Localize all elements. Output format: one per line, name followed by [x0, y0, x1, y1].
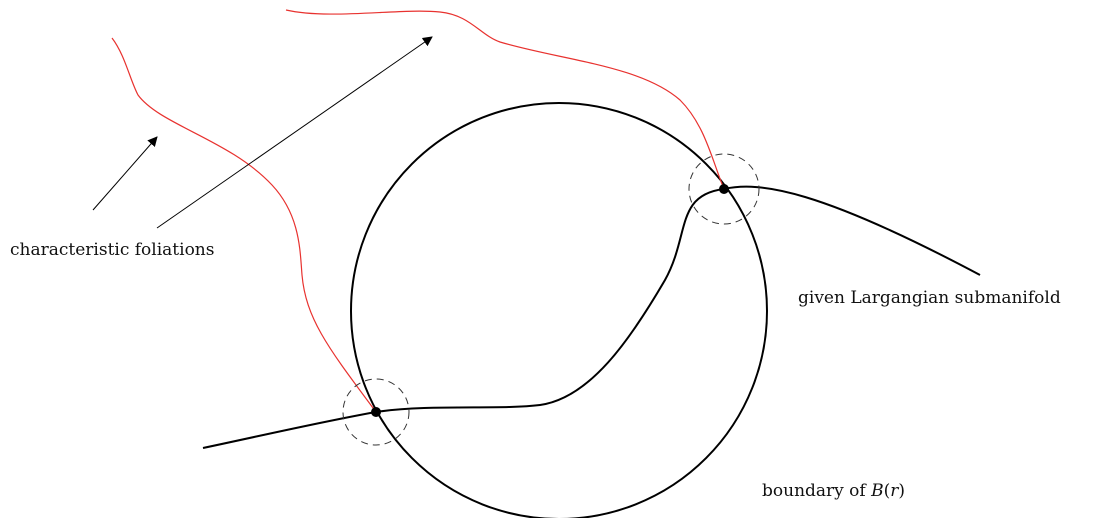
label-boundary-prefix: boundary of — [762, 481, 871, 501]
label-characteristic-foliations: characteristic foliations — [10, 240, 214, 260]
label-boundary-symbol: B — [870, 481, 884, 501]
label-boundary-var: r — [890, 481, 899, 501]
label-boundary-open: ( — [884, 481, 891, 501]
ball-boundary-circle — [350, 102, 768, 518]
foliation-curve-left — [111, 37, 377, 413]
foliation-curve-right — [285, 9, 725, 190]
label-boundary: boundary of B(r) — [762, 481, 905, 501]
intersection-point-upper — [719, 184, 729, 194]
arrow-to-right-foliation — [156, 36, 433, 229]
lagrangian-curve — [202, 185, 981, 449]
label-lagrangian-submanifold: given Largangian submanifold — [798, 288, 1061, 308]
intersection-point-lower — [371, 407, 381, 417]
arrow-to-left-foliation — [92, 136, 158, 211]
dashed-neighborhood-upper — [688, 153, 760, 225]
dashed-neighborhood-lower — [342, 378, 410, 446]
label-boundary-close: ) — [898, 481, 905, 501]
